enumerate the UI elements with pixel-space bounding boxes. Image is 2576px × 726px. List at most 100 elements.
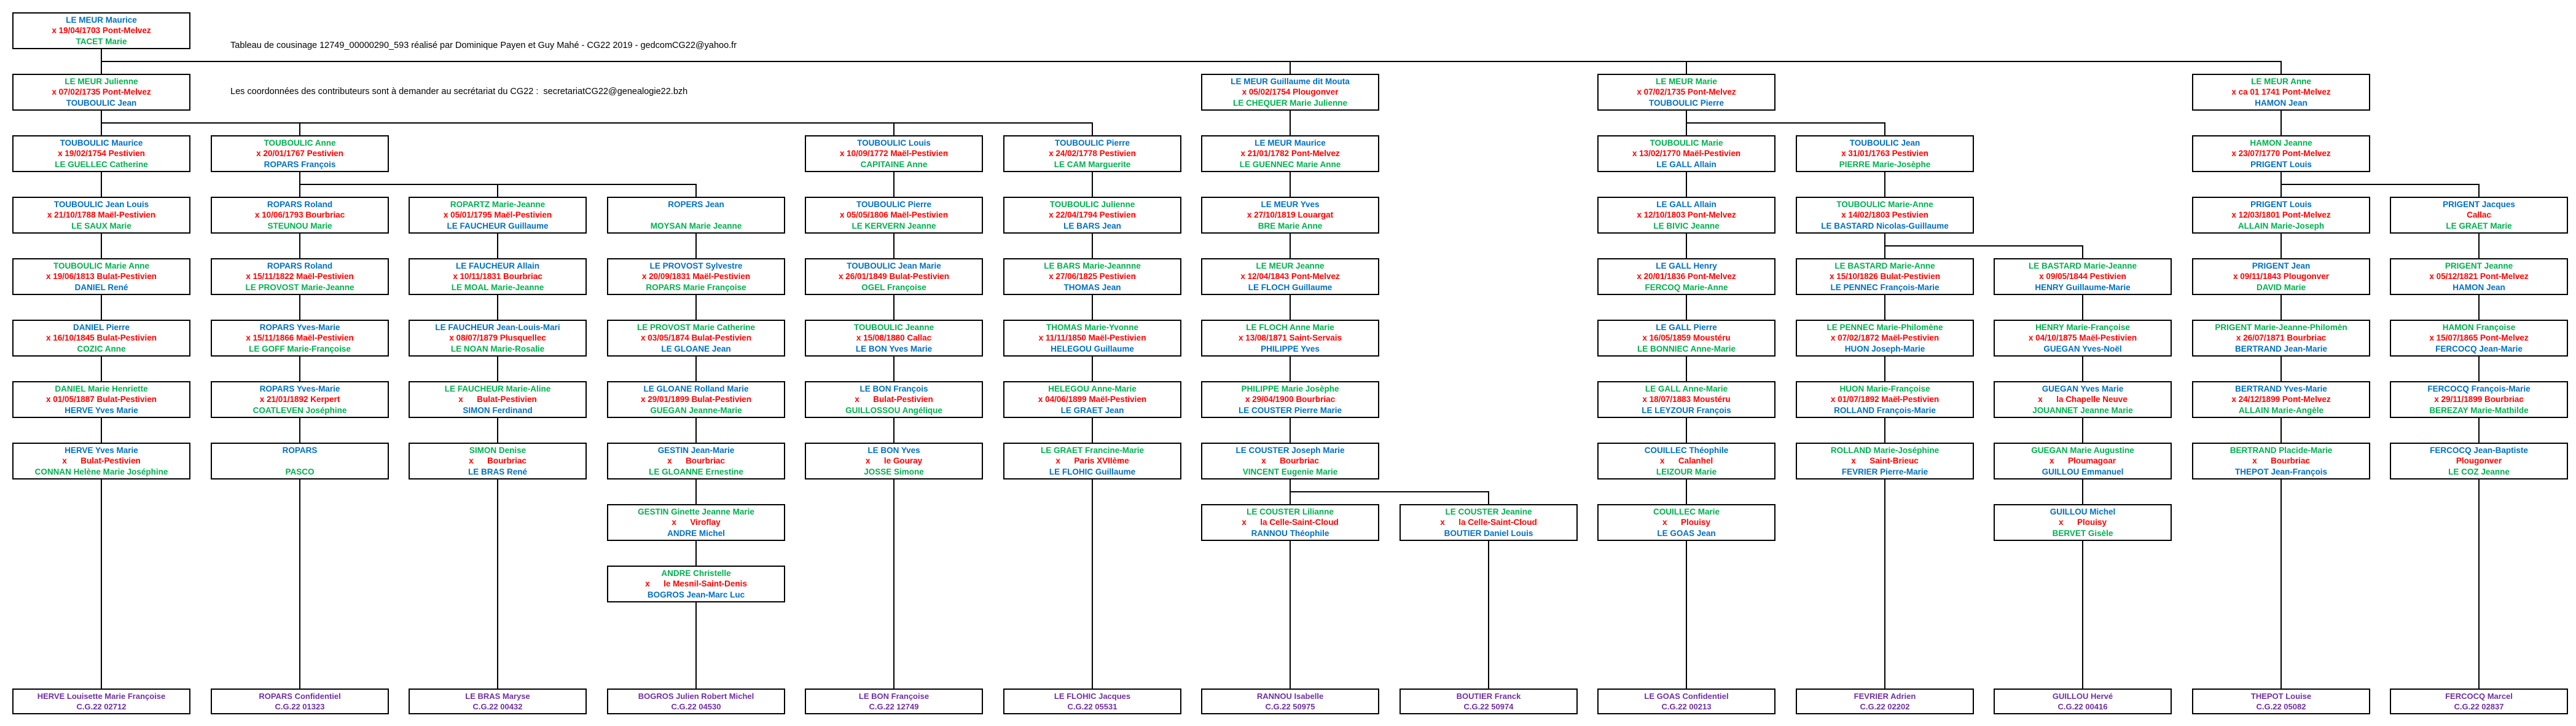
- connector-line: [497, 357, 498, 381]
- connector-line: [2280, 295, 2282, 320]
- connector-line: [101, 479, 102, 689]
- person-name: PHILIPPE Marie Josèphe: [1241, 384, 1339, 393]
- marriage-line: x la Celle-Saint-Cloud: [1440, 518, 1537, 527]
- person-name: LE MEUR Guillaume dit Mouta: [1231, 76, 1350, 86]
- marriage-line: x la Celle-Saint-Cloud: [1242, 518, 1339, 527]
- person-name: TOUBOULIC Jean Marie: [847, 261, 941, 270]
- connector-line: [1884, 172, 1885, 197]
- marriage-line: x 10/09/1772 Maël-Pestivien: [839, 149, 949, 159]
- marriage-line: x la Chapelle Neuve: [2038, 395, 2128, 404]
- connector-line: [497, 479, 498, 689]
- spouse-name: LE FLOCH Guillaume: [1248, 282, 1333, 292]
- connector-line: [2280, 61, 2282, 74]
- marriage-line: x 22/04/1794 Pestivien: [1049, 210, 1136, 220]
- connector-line: [1290, 111, 1291, 135]
- person-name: LE FAUCHEUR Allain: [455, 261, 539, 270]
- spouse-name: ALLAIN Marie-Joseph: [2237, 221, 2325, 231]
- spouse-name: PRIGENT Louis: [2250, 159, 2312, 169]
- spouse-name: BEREZAY Marie-Mathilde: [2429, 405, 2529, 415]
- marriage-line: x 21/01/1782 Pont-Melvez: [1240, 149, 1340, 159]
- connector-line: [1686, 295, 1687, 320]
- connector-line: [101, 111, 102, 123]
- connector-line: [1686, 418, 1687, 443]
- connector-line: [1290, 541, 1291, 689]
- person-box: TOUBOULIC Jean Marie x 26/01/1849 Bulat-P…: [805, 258, 983, 295]
- connector-line: [893, 479, 895, 689]
- spouse-name: HELEGOU Guillaume: [1051, 344, 1134, 353]
- person-name: LE PROVOST Marie Catherine: [636, 322, 756, 332]
- person-name: LE PROVOST Sylvestre: [649, 261, 743, 270]
- marriage-line: Callac: [2467, 210, 2491, 220]
- connector-line: [497, 295, 498, 320]
- spouse-name: LE GRAET Marie: [2446, 221, 2512, 231]
- chart-title-line2: Les coordonnées des contributeurs sont à…: [230, 87, 688, 97]
- spouse-name: SIMON Ferdinand: [463, 405, 533, 415]
- person-name: PRIGENT Louis: [2250, 199, 2312, 209]
- connector-line: [1884, 418, 1885, 443]
- person-name: PRIGENT Jean: [2252, 261, 2311, 270]
- spouse-name: TACET Marie: [76, 36, 127, 46]
- marriage-line: x 01/07/1892 Maël-Pestivien: [1830, 395, 1940, 404]
- connector-line: [497, 184, 498, 197]
- connector-line: [299, 295, 300, 320]
- marriage-line: x 05/05/1806 Maël-Pestivien: [839, 210, 949, 220]
- connector-line: [299, 357, 300, 381]
- marriage-line: x 08/07/1879 Plusquellec: [449, 333, 546, 343]
- marriage-line: x 10/06/1793 Bourbriac: [254, 210, 345, 220]
- connector-line: [1092, 357, 1093, 381]
- connector-line: [1686, 61, 1687, 74]
- marriage-line: x 12/03/1801 Pont-Melvez: [2231, 210, 2331, 220]
- person-name: TOUBOULIC Julienne: [1049, 199, 1135, 209]
- spouse-name: HENRY Guillaume-Marie: [2035, 282, 2131, 292]
- spouse-name: LE GLOANNE Ernestine: [649, 467, 743, 476]
- marriage-line: x 05/02/1754 Plougonver: [1242, 87, 1339, 97]
- marriage-line: x 26/01/1849 Bulat-Pestivien: [838, 272, 950, 282]
- connector-line: [497, 418, 498, 443]
- contributor-ref: C.G.22 02202: [1860, 702, 1910, 712]
- marriage-line: x 15/08/1880 Callac: [856, 333, 932, 343]
- connector-line: [1092, 479, 1093, 689]
- marriage-line: x 04/10/1875 Maël-Pestivien: [2028, 333, 2137, 343]
- contributor-ref: C.G.22 12749: [869, 702, 919, 712]
- marriage-line: x 13/02/1770 Maël-Pestivien: [1632, 149, 1741, 159]
- spouse-name: VINCENT Eugenie Marie: [1242, 467, 1338, 476]
- connector-line: [1290, 172, 1291, 197]
- contributor-name: FERCOCQ Marcel: [2445, 691, 2513, 701]
- marriage-line: x 27/10/1819 Louargat: [1247, 210, 1334, 220]
- connector-line: [1686, 357, 1687, 381]
- connector-line: [1686, 479, 1687, 504]
- marriage-line: x Paris XVIIème: [1055, 456, 1129, 466]
- spouse-name: LE GOFF Marie-Françoise: [249, 344, 351, 353]
- connector-line: [1290, 61, 1291, 74]
- marriage-line: x 07/02/1872 Maël-Pestivien: [1830, 333, 1940, 343]
- spouse-name: LE GUELLEC Catherine: [55, 159, 148, 169]
- person-name: LE FAUCHEUR Marie-Aline: [444, 384, 551, 393]
- person-name: LE MEUR Marie: [1656, 76, 1717, 86]
- marriage-line: x Bourbriac: [2252, 456, 2310, 466]
- contributor-ref: C.G.22 02712: [76, 702, 127, 712]
- marriage-line: x 01/05/1887 Bulat-Pestivien: [45, 395, 157, 404]
- spouse-name: BERTRAND Jean-Marie: [2234, 344, 2328, 353]
- marriage-line: Plougonver: [2456, 456, 2502, 466]
- spouse-name: LE GOAS Jean: [1657, 528, 1716, 538]
